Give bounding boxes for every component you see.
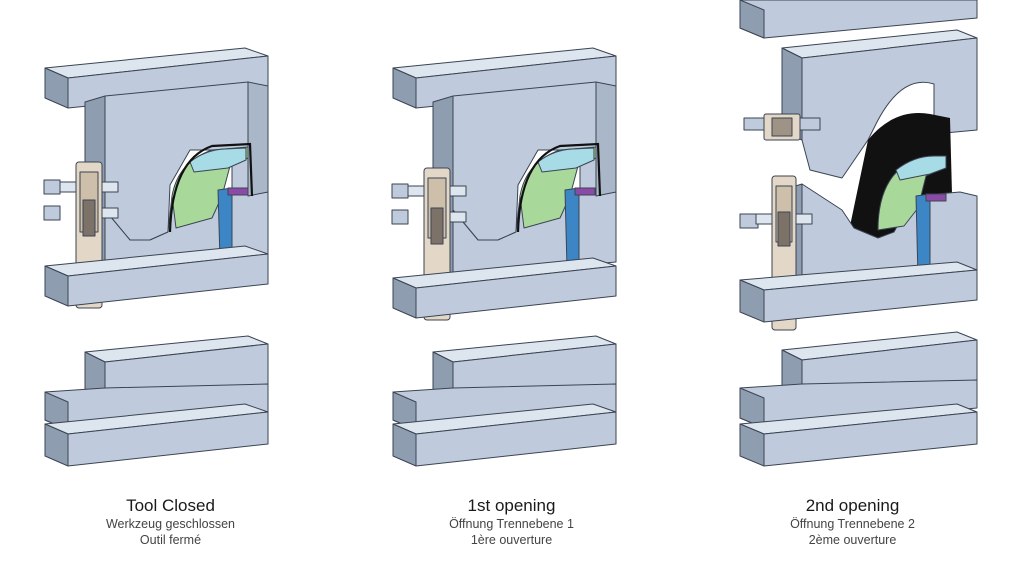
caption-first-opening: 1st opening Öffnung Trennebene 1 1ère ou…	[341, 495, 682, 548]
caption-french: 1ère ouverture	[470, 533, 553, 547]
base-blocks	[44, 335, 269, 467]
cavity-plate-upper	[781, 29, 978, 238]
latch-coupling	[743, 113, 821, 141]
top-clamp-plate	[739, 0, 978, 39]
caption-german: Öffnung Trennebene 2	[790, 517, 915, 531]
caption-german: Werkzeug geschlossen	[105, 517, 235, 531]
caption-title: 2nd opening	[805, 496, 900, 515]
mold-diagram-second-opening	[739, 0, 978, 467]
molded-part	[516, 142, 602, 233]
caption-tool-closed: Tool Closed Werkzeug geschlossen Outil f…	[0, 495, 341, 548]
caption-french: 2ème ouverture	[808, 533, 897, 547]
core-plate	[739, 261, 978, 323]
mold-diagram-closed	[43, 47, 269, 467]
caption-second-opening: 2nd opening Öffnung Trennebene 2 2ème ou…	[682, 495, 1023, 548]
mold-diagram-first-opening	[391, 47, 617, 467]
molded-part	[168, 142, 254, 233]
core-plate	[392, 257, 617, 319]
base-blocks	[739, 331, 978, 467]
caption-title: 1st opening	[467, 496, 556, 515]
panel-tool-closed: Tool Closed Werkzeug geschlossen Outil f…	[0, 0, 341, 581]
panel-first-opening: 1st opening Öffnung Trennebene 1 1ère ou…	[341, 0, 682, 581]
caption-title: Tool Closed	[126, 496, 215, 515]
core-plate	[44, 245, 269, 307]
caption-german: Öffnung Trennebene 1	[449, 517, 574, 531]
panel-second-opening: 2nd opening Öffnung Trennebene 2 2ème ou…	[682, 0, 1023, 581]
base-blocks	[392, 335, 617, 467]
molded-part	[877, 155, 947, 231]
caption-french: Outil fermé	[139, 533, 202, 547]
